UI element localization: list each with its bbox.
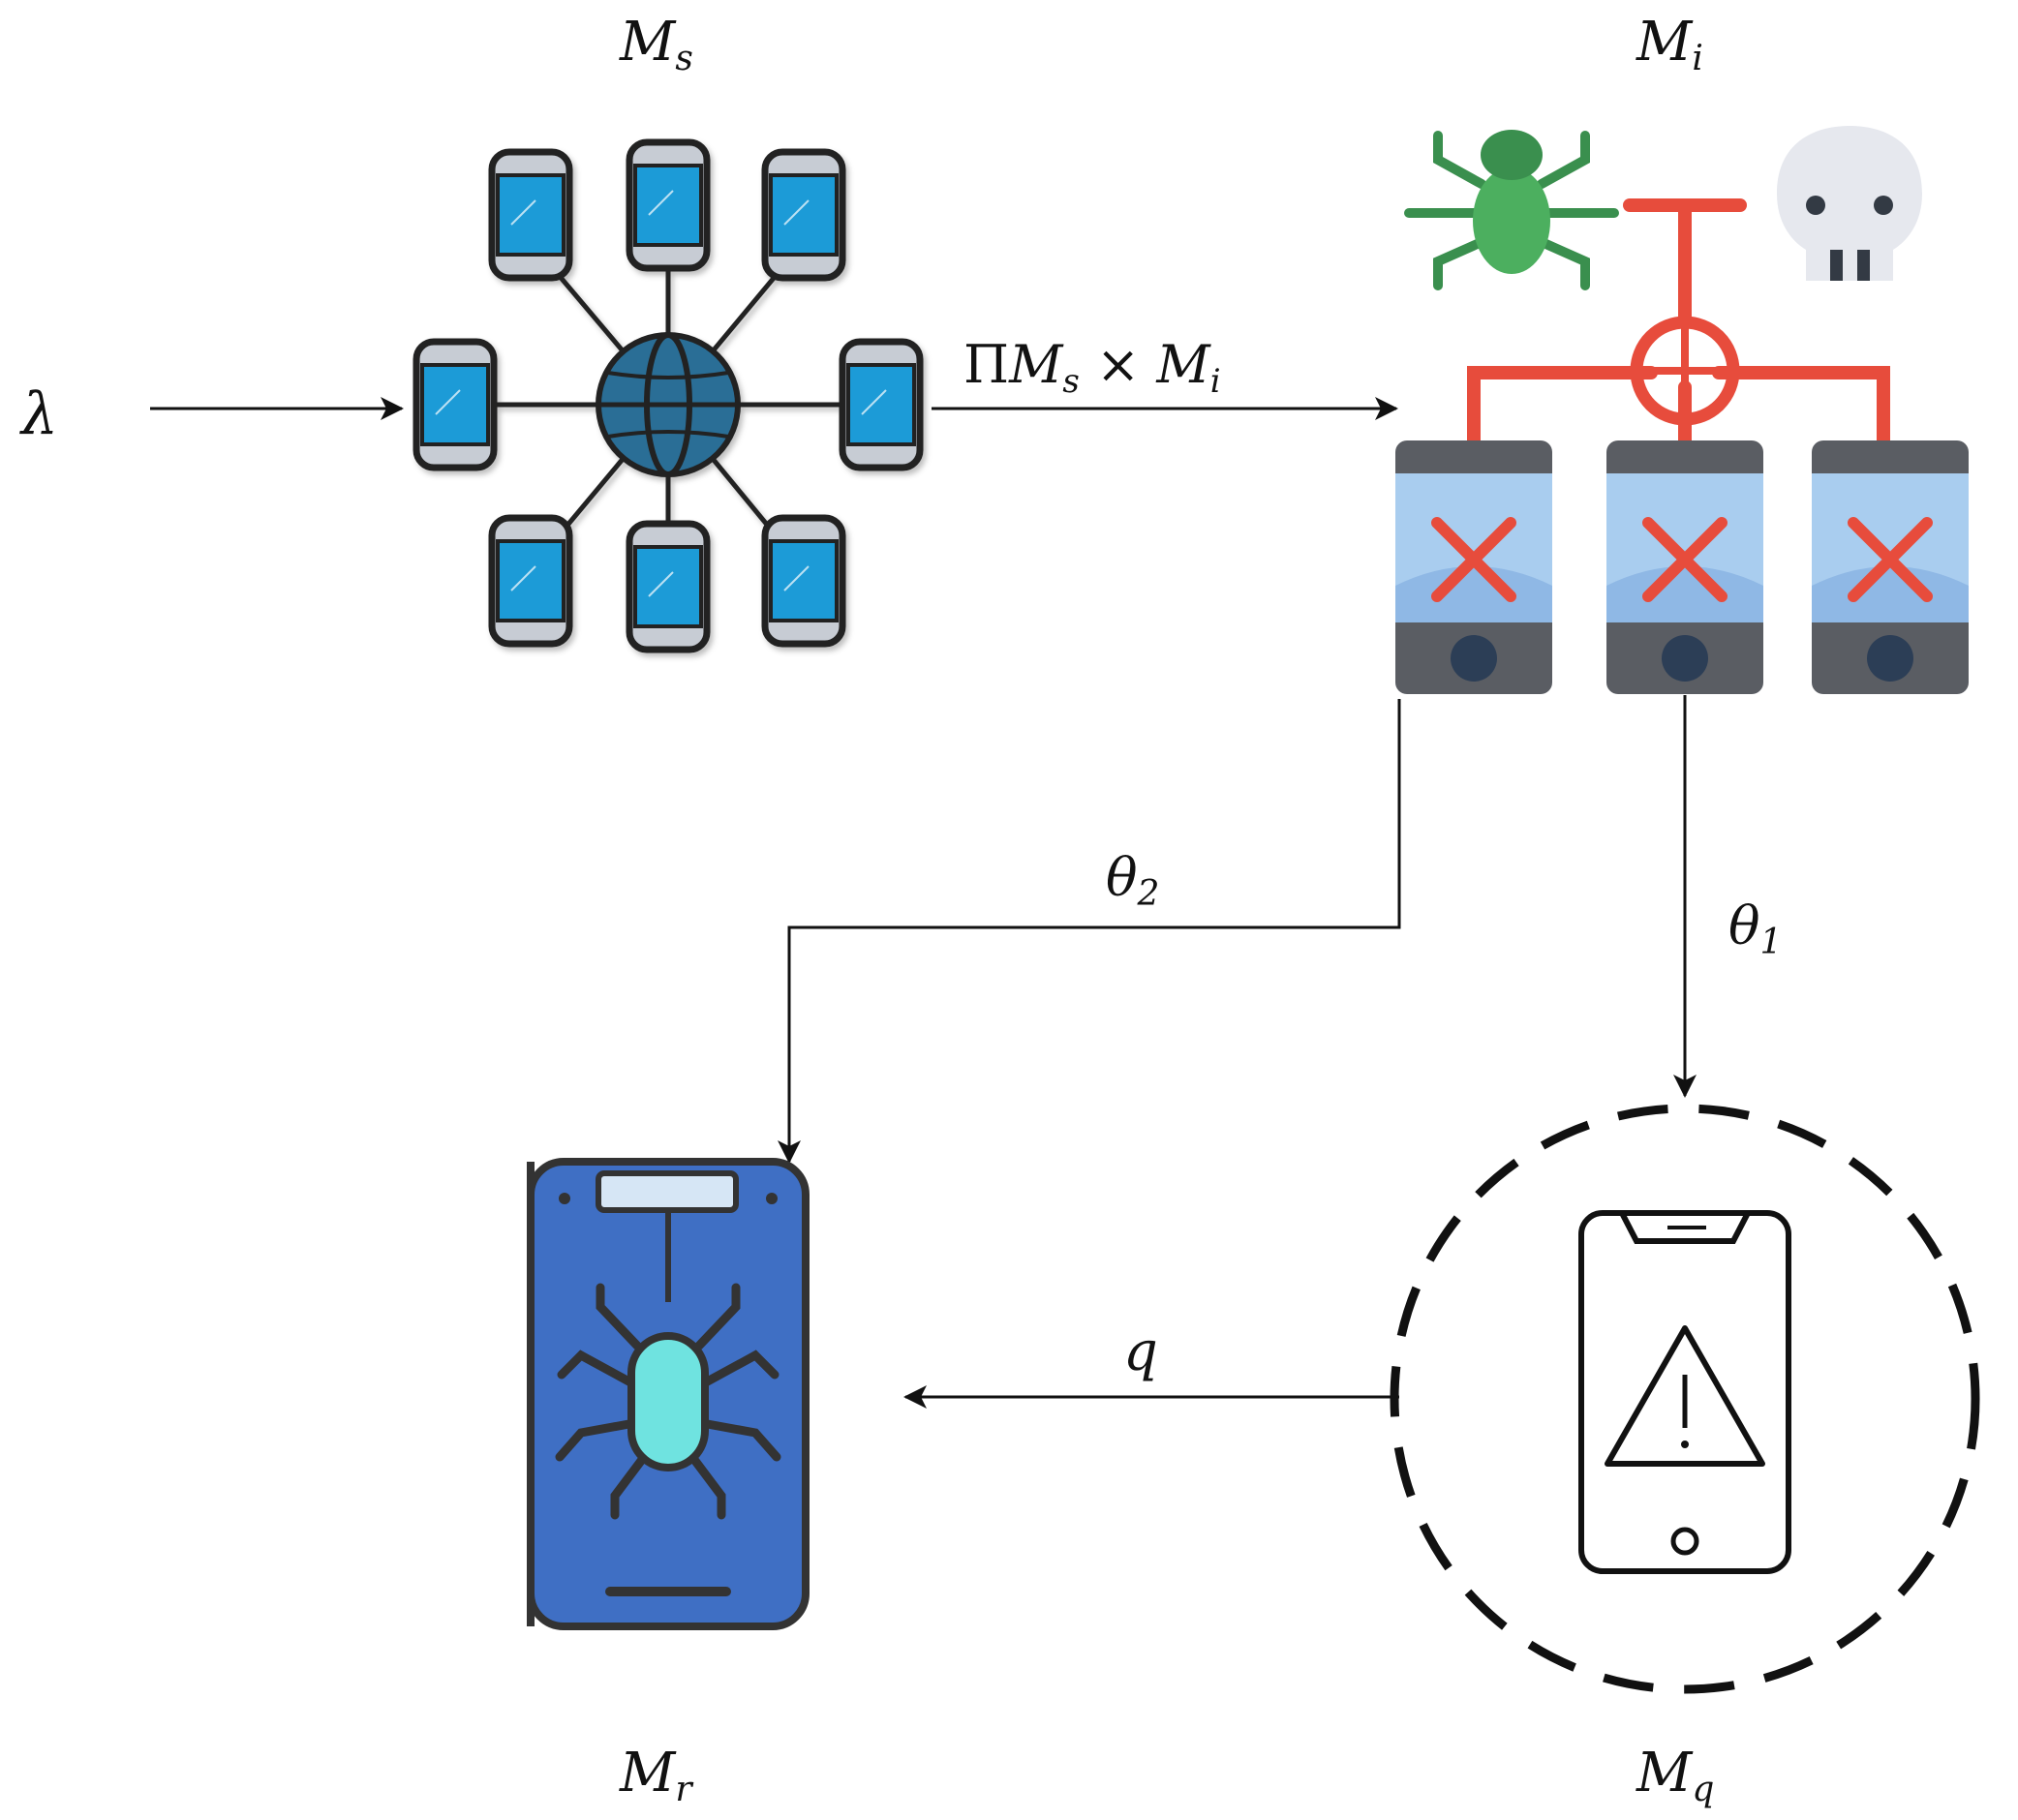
warning-phone-icon: [1390, 1104, 1980, 1694]
infected-phones-icon: [1395, 126, 1969, 694]
x-mark-icon: [1848, 517, 1933, 602]
small-phone-icon: [626, 138, 711, 272]
small-phone-icon: [488, 148, 573, 282]
node-label-susceptible: Ms: [619, 11, 693, 78]
theta2-arrow: [778, 699, 1401, 1164]
warning-triangle-icon: [1605, 1325, 1765, 1467]
small-phone-icon: [839, 338, 924, 471]
infected-phone-icon: [1606, 440, 1763, 694]
bug-phone-icon: [527, 1158, 810, 1630]
x-mark-icon: [1431, 517, 1516, 602]
node-label-quarantined: Mq: [1636, 1742, 1714, 1809]
small-phone-icon: [626, 520, 711, 653]
small-phone-icon: [761, 148, 846, 282]
edge-label-infection: ΠMs × Mi: [963, 334, 1221, 401]
infected-phone-icon: [1812, 440, 1969, 694]
bug-icon: [1404, 130, 1619, 290]
small-phone-icon: [488, 514, 573, 648]
edge-label-theta2: θ2: [1106, 847, 1159, 914]
infected-phone-icon: [1395, 440, 1552, 694]
network-hub-of-phones-icon: [413, 138, 924, 653]
small-phone-icon: [761, 514, 846, 648]
quarantine-circle: [1390, 1104, 1980, 1694]
edge-label-q: q: [1123, 1320, 1158, 1383]
x-mark-icon: [1642, 517, 1728, 602]
bug-legs: [555, 1283, 781, 1520]
skull-icon: [1777, 126, 1922, 281]
small-phone-icon: [413, 338, 498, 471]
node-label-infected: Mi: [1636, 11, 1703, 78]
node-label-recovered: Mr: [619, 1742, 693, 1809]
edge-label-theta1: θ1: [1728, 895, 1782, 962]
edge-label-lambda: λ: [19, 380, 58, 448]
